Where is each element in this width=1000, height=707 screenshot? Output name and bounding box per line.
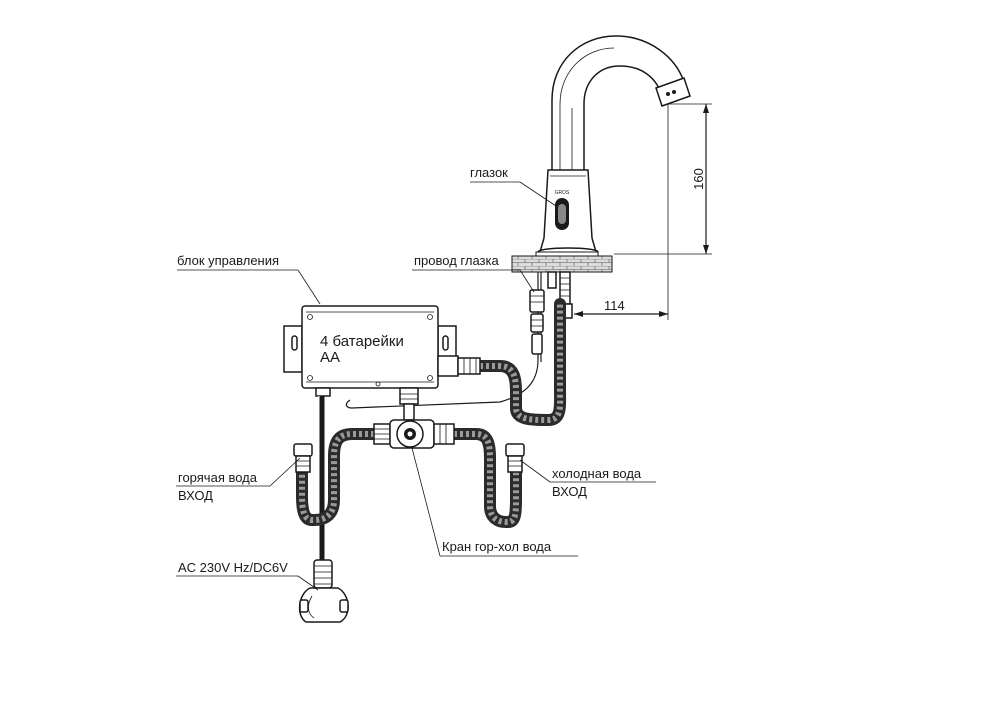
label-sensor-wire: провод глазка bbox=[414, 253, 499, 268]
dimension-reach: 114 bbox=[574, 104, 669, 320]
control-unit-box bbox=[301, 305, 439, 389]
sensor-wire bbox=[345, 272, 545, 409]
label-mixing-valve: Кран гор-хол вода bbox=[442, 539, 552, 554]
batteries-label-line1: 4 батарейки bbox=[320, 333, 404, 350]
cold-water-inlet-fitting bbox=[505, 443, 525, 473]
label-cold-water-line1: холодная вода bbox=[552, 466, 642, 481]
label-control-unit: блок управления bbox=[177, 253, 279, 268]
faucet-logo: GROS bbox=[555, 190, 570, 196]
cold-water-hose bbox=[448, 428, 522, 528]
dimension-reach-value: 114 bbox=[604, 298, 625, 313]
mixing-valve bbox=[373, 419, 455, 449]
countertop bbox=[511, 251, 613, 273]
callout-hot-water: горячая вода ВХОД bbox=[176, 457, 301, 503]
dimension-height: 160 bbox=[614, 103, 712, 255]
control-unit: 4 батарейки АА bbox=[283, 305, 481, 405]
hot-water-hose bbox=[296, 428, 386, 526]
batteries-label-line2: АА bbox=[320, 349, 340, 366]
faucet-supply-hose bbox=[474, 298, 567, 427]
power-cable bbox=[315, 387, 331, 560]
callout-mixing-valve: Кран гор-хол вода bbox=[411, 447, 578, 557]
callout-cold-water: холодная вода ВХОД bbox=[519, 459, 656, 499]
callout-sensor: глазок bbox=[470, 165, 557, 207]
faucet: GROS bbox=[537, 35, 691, 257]
label-hot-water-line2: ВХОД bbox=[178, 488, 213, 503]
callout-sensor-wire: провод глазка bbox=[412, 253, 535, 293]
label-cold-water-line2: ВХОД bbox=[552, 484, 587, 499]
label-hot-water-line1: горячая вода bbox=[178, 470, 258, 485]
power-plug-icon bbox=[298, 559, 349, 623]
label-sensor: глазок bbox=[470, 165, 508, 180]
callout-power: AC 230V Hz/DC6V bbox=[176, 560, 319, 591]
dimension-height-value: 160 bbox=[691, 168, 706, 190]
hot-water-inlet-fitting bbox=[293, 443, 313, 473]
label-power: AC 230V Hz/DC6V bbox=[178, 560, 288, 575]
callout-control-unit: блок управления bbox=[177, 253, 321, 305]
